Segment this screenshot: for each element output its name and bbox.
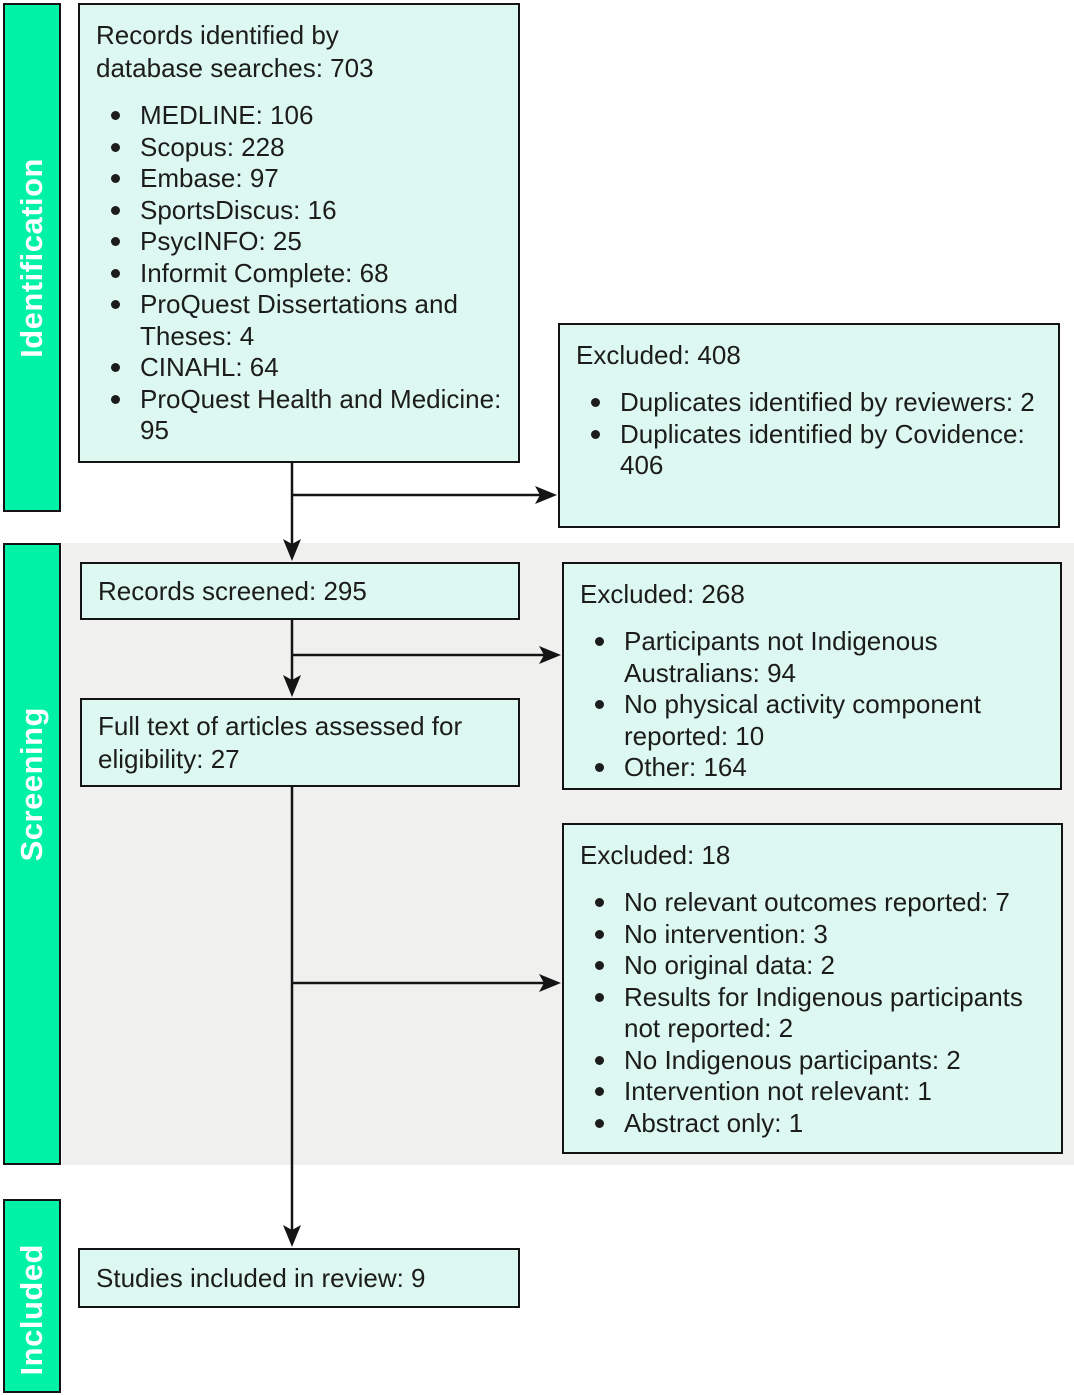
box-records-screened: Records screened: 295 bbox=[80, 562, 520, 620]
list-item: SportsDiscus: 16 bbox=[96, 195, 502, 227]
list-item: CINAHL: 64 bbox=[96, 352, 502, 384]
list-item: Results for Indigenous participants not … bbox=[580, 982, 1045, 1045]
list-item: No physical activity component reported:… bbox=[580, 689, 1044, 752]
box-records-identified: Records identified by database searches:… bbox=[78, 3, 520, 463]
list-item: Duplicates identified by Covidence: 406 bbox=[576, 419, 1042, 482]
box-records-identified-title: Records identified by database searches:… bbox=[96, 20, 374, 83]
arrow-identified-to-excluded-duplicates bbox=[292, 486, 557, 504]
list-item: Participants not Indigenous Australians:… bbox=[580, 626, 1044, 689]
stage-bar-identification: Identification bbox=[3, 3, 61, 512]
box-excluded-screening: Excluded: 268 Participants not Indigenou… bbox=[562, 562, 1062, 790]
box-records-screened-title: Records screened: 295 bbox=[98, 575, 367, 606]
box-excluded-fulltext-title: Excluded: 18 bbox=[580, 840, 731, 870]
list-item: Informit Complete: 68 bbox=[96, 258, 502, 290]
list-item: No relevant outcomes reported: 7 bbox=[580, 887, 1045, 919]
box-fulltext-assessed-title: Full text of articles assessed for eligi… bbox=[98, 710, 463, 774]
stage-label-included: Included bbox=[14, 1244, 49, 1376]
stage-label-screening: Screening bbox=[14, 706, 49, 862]
excluded-fulltext-list: No relevant outcomes reported: 7 No inte… bbox=[580, 887, 1045, 1139]
list-item: Abstract only: 1 bbox=[580, 1108, 1045, 1140]
list-item: No Indigenous participants: 2 bbox=[580, 1045, 1045, 1077]
list-item: No intervention: 3 bbox=[580, 919, 1045, 951]
list-item: Embase: 97 bbox=[96, 163, 502, 195]
box-excluded-screening-title: Excluded: 268 bbox=[580, 579, 745, 609]
list-item: ProQuest Dissertations and Theses: 4 bbox=[96, 289, 502, 352]
stage-label-identification: Identification bbox=[14, 157, 49, 358]
list-item: Duplicates identified by reviewers: 2 bbox=[576, 387, 1042, 419]
list-item: PsycINFO: 25 bbox=[96, 226, 502, 258]
stage-bar-included: Included bbox=[3, 1199, 61, 1393]
list-item: No original data: 2 bbox=[580, 950, 1045, 982]
list-item: Scopus: 228 bbox=[96, 132, 502, 164]
box-fulltext-assessed: Full text of articles assessed for eligi… bbox=[80, 698, 520, 787]
box-studies-included: Studies included in review: 9 bbox=[78, 1248, 520, 1308]
excluded-duplicates-list: Duplicates identified by reviewers: 2 Du… bbox=[576, 387, 1042, 482]
box-excluded-fulltext: Excluded: 18 No relevant outcomes report… bbox=[562, 823, 1063, 1154]
box-excluded-duplicates: Excluded: 408 Duplicates identified by r… bbox=[558, 323, 1060, 528]
list-item: Intervention not relevant: 1 bbox=[580, 1076, 1045, 1108]
excluded-screening-list: Participants not Indigenous Australians:… bbox=[580, 626, 1044, 784]
list-item: Other: 164 bbox=[580, 752, 1044, 784]
box-excluded-duplicates-title: Excluded: 408 bbox=[576, 340, 741, 370]
records-identified-source-list: MEDLINE: 106 Scopus: 228 Embase: 97 Spor… bbox=[96, 100, 502, 447]
box-studies-included-title: Studies included in review: 9 bbox=[96, 1262, 426, 1293]
list-item: MEDLINE: 106 bbox=[96, 100, 502, 132]
stage-bar-screening: Screening bbox=[3, 543, 61, 1165]
list-item: ProQuest Health and Medicine: 95 bbox=[96, 384, 502, 447]
